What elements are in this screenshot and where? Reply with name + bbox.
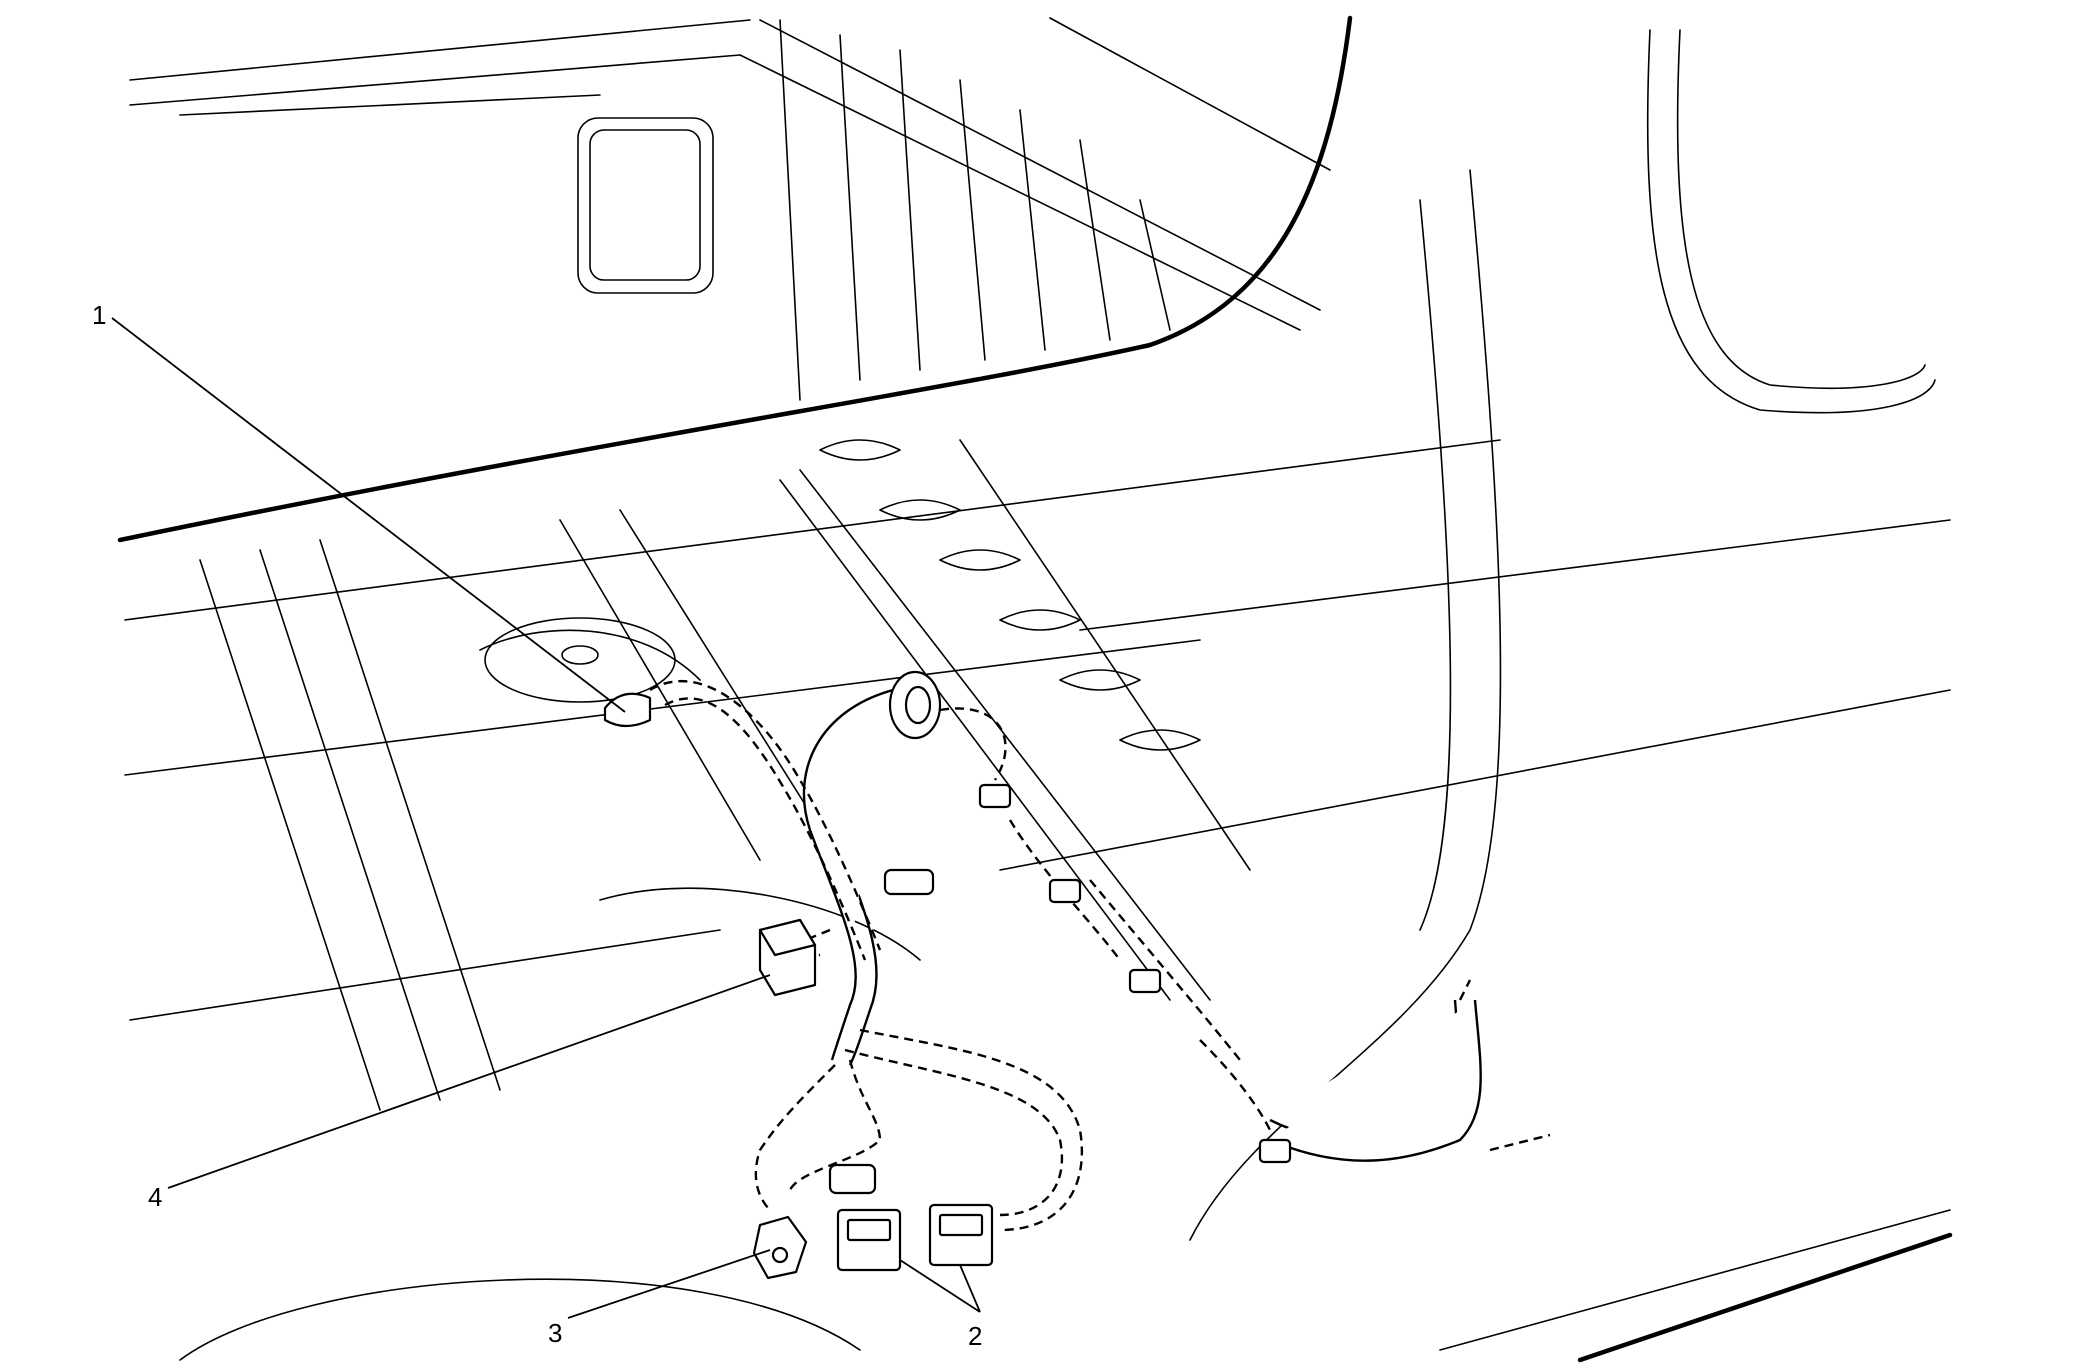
harness-clip — [883, 868, 935, 896]
callout-2: 2 — [968, 1321, 982, 1351]
vehicle-body-structure — [117, 15, 1953, 1363]
part-1-sensor — [603, 692, 652, 728]
callout-4: 4 — [148, 1182, 162, 1212]
harness-inline-connectors — [828, 783, 1292, 1195]
part-2-connectors — [836, 1203, 994, 1272]
leader-3 — [567, 1249, 771, 1319]
leader-2b — [959, 1264, 981, 1313]
leader-4 — [167, 974, 771, 1189]
callout-3: 3 — [548, 1318, 562, 1348]
callout-labels: 1 2 3 4 — [92, 300, 982, 1351]
wiring-harness — [649, 670, 1551, 1232]
part-4-connector — [758, 918, 817, 997]
leader-lines — [111, 317, 981, 1319]
callout-1: 1 — [92, 300, 106, 330]
leader-2a — [899, 1259, 981, 1313]
leader-1 — [111, 317, 626, 713]
part-3-connector — [752, 1215, 808, 1280]
